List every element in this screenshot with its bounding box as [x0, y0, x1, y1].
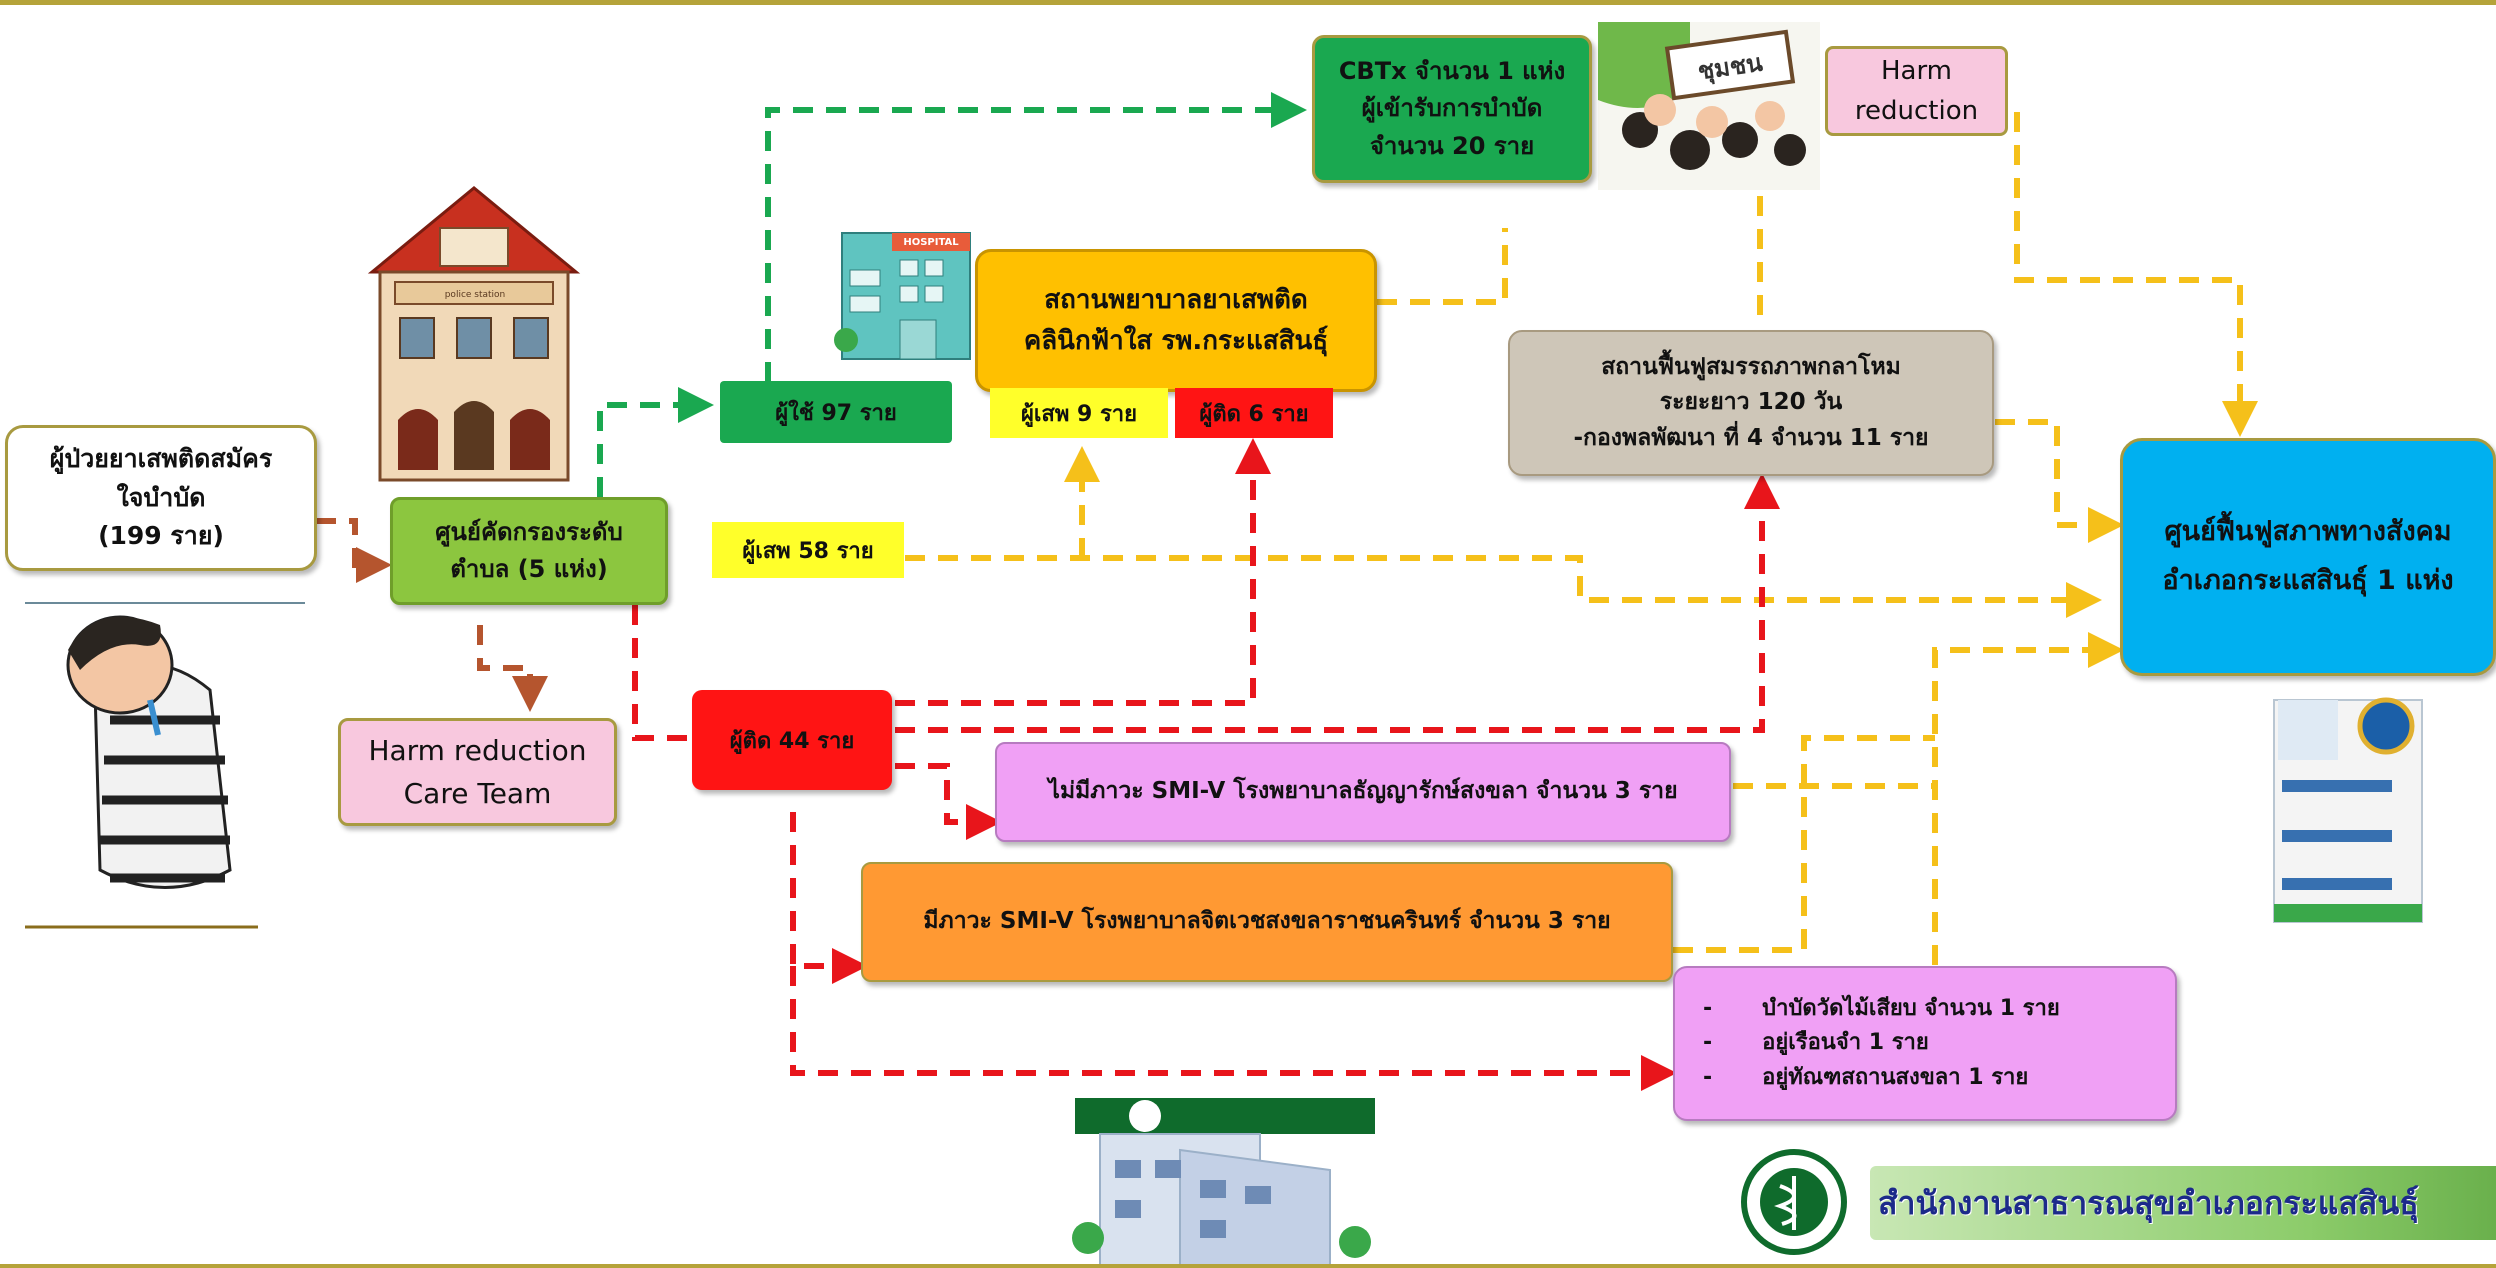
cbtx-line3: จำนวน 20 ราย [1369, 131, 1535, 160]
outcome-row: - อยู่เรือนจำ 1 ราย [1703, 1026, 1929, 1060]
arrow-outcomes-to-social [1932, 632, 2124, 965]
cbtx-box: CBTx จำนวน 1 แห่ง ผู้เข้ารับการบำบัด จำน… [1312, 35, 1592, 183]
arrow-patient-to-screening [316, 518, 392, 583]
arrow-clinic-to-cbtx [1377, 228, 1508, 305]
harm-reduction-box: Harm reduction [1825, 46, 2008, 136]
no-smiv-text: ไม่มีภาวะ SMI-V โรงพยาบาลธัญญารักษ์สงขลา… [1048, 778, 1678, 805]
arrow-smiv-to-trunk [1673, 735, 1935, 953]
clinic-addicts-tag: ผู้ติด 6 ราย [1175, 388, 1333, 438]
hospital-illustration [834, 232, 971, 360]
patient-illustration [25, 602, 305, 929]
outcome-row: - อยู่ทัณฑสถานสงขลา 1 ราย [1703, 1061, 2028, 1095]
moph-logo [1741, 1149, 1847, 1255]
harm-reduction-care-team-box: Harm reduction Care Team [338, 718, 617, 826]
drug-clinic-box: สถานพยาบาลยาเสพติด คลินิกฟ้าใส รพ.กระแสส… [975, 249, 1377, 392]
screening-center-box: ศูนย์คัดกรองระดับ ตำบล (5 แห่ง) [390, 497, 668, 605]
clinic-line2: คลินิกฟ้าใส รพ.กระแสสินธุ์ [1023, 325, 1329, 356]
patient-line1: ผู้ป่วยยาเสพติดสมัคร [49, 443, 273, 473]
patient-box: ผู้ป่วยยาเสพติดสมัคร ใจบำบัด (199 ราย) [5, 425, 317, 571]
arrow-users-to-cbtx [765, 92, 1307, 382]
footer-organization: สำนักงานสาธารณสุขอำเภอกระแสสินธุ์ [1878, 1183, 2419, 1222]
outcome-bullet: - [1703, 996, 1713, 1022]
harm-reduction-line2: reduction [1854, 96, 1979, 126]
footer-bar: สำนักงานสาธารณสุขอำเภอกระแสสินธุ์ [1870, 1166, 2496, 1240]
top-rule [0, 0, 2496, 5]
cbtx-line2: ผู้เข้ารับการบำบัด [1361, 94, 1543, 123]
arrow-abusers-to-social [905, 555, 2102, 618]
police-station-illustration [367, 186, 581, 482]
arrow-screening-to-harmteam [477, 625, 548, 712]
arrow-addicts-to-nosmiv [895, 763, 1002, 840]
rehab-line1: สถานฟื้นฟูสมรรถภาพกลาโหม [1601, 353, 1901, 380]
outcome-text: อยู่เรือนจำ 1 ราย [1762, 1030, 1929, 1056]
outcome-bullet: - [1703, 1064, 1713, 1090]
screening-line2: ตำบล (5 แห่ง) [450, 555, 608, 583]
patient-line2: ใจบำบัด [116, 482, 206, 512]
arrow-rehab-to-social [1995, 419, 2124, 543]
cbtx-line1: CBTx จำนวน 1 แห่ง [1338, 57, 1566, 86]
rehab-line3: -กองพลพัฒนา ที่ 4 จำนวน 11 ราย [1573, 424, 1929, 451]
hospital-sign: HOSPITAL [903, 236, 959, 248]
outcome-bullet: - [1703, 1030, 1713, 1056]
social-rehab-center-box: ศูนย์ฟื้นฟูสภาพทางสังคม อำเภอกระแสสินธุ์… [2120, 438, 2496, 676]
district-office-illustration [2273, 697, 2423, 923]
community-illustration [1598, 22, 1820, 190]
addicts-count-tag: ผู้ติด 44 ราย [692, 690, 892, 790]
arrow-addicts-to-rehab [895, 473, 1780, 733]
police-station-sign: police station [444, 290, 506, 300]
smiv-box: มีภาวะ SMI-V โรงพยาบาลจิตเวชสงขลาราชนคริ… [861, 862, 1673, 982]
bottom-rule [0, 1264, 2496, 1268]
no-smiv-box: ไม่มีภาวะ SMI-V โรงพยาบาลธัญญารักษ์สงขลา… [995, 742, 1731, 842]
social-center-line1: ศูนย์ฟื้นฟูสภาพทางสังคม [2164, 516, 2452, 548]
arrow-addicts-to-outcomes [790, 966, 1677, 1091]
social-center-line2: อำเภอกระแสสินธุ์ 1 แห่ง [2162, 565, 2454, 596]
harm-team-line1: Harm reduction [368, 733, 587, 767]
abusers-count-tag: ผู้เสพ 58 ราย [712, 522, 904, 578]
harm-team-line2: Care Team [403, 777, 552, 810]
clinic-line1: สถานพยาบาลยาเสพติด [1044, 285, 1308, 316]
military-rehab-box: สถานฟื้นฟูสมรรถภาพกลาโหม ระยะยาว 120 วัน… [1508, 330, 1994, 476]
arrow-addicts-to-clinic [895, 438, 1271, 706]
screening-line1: ศูนย์คัดกรองระดับ [435, 517, 623, 546]
rehab-line2: ระยะยาว 120 วัน [1659, 389, 1843, 416]
outcome-text: บำบัดวัดไม้เสียบ จำนวน 1 ราย [1762, 996, 2060, 1022]
arrow-harmreduction-to-social [2014, 112, 2258, 437]
outcome-row: - บำบัดวัดไม้เสียบ จำนวน 1 ราย [1703, 992, 2060, 1026]
harm-reduction-line1: Harm [1880, 55, 1953, 86]
outcomes-box: - บำบัดวัดไม้เสียบ จำนวน 1 ราย - อยู่เรื… [1673, 966, 2177, 1121]
patient-line3: (199 ราย) [98, 521, 224, 551]
arrow-addicts-to-smiv [790, 812, 868, 984]
outcome-text: อยู่ทัณฑสถานสงขลา 1 ราย [1762, 1064, 2029, 1090]
arrow-screening-to-addicts [632, 605, 690, 741]
arrow-screening-to-users [597, 387, 714, 497]
smiv-text: มีภาวะ SMI-V โรงพยาบาลจิตเวชสงขลาราชนคริ… [923, 908, 1611, 935]
clinic-abusers-tag: ผู้เสพ 9 ราย [990, 388, 1168, 438]
users-count-tag: ผู้ใช้ 97 ราย [720, 381, 952, 443]
bottom-hospital-illustration [1072, 1098, 1375, 1268]
